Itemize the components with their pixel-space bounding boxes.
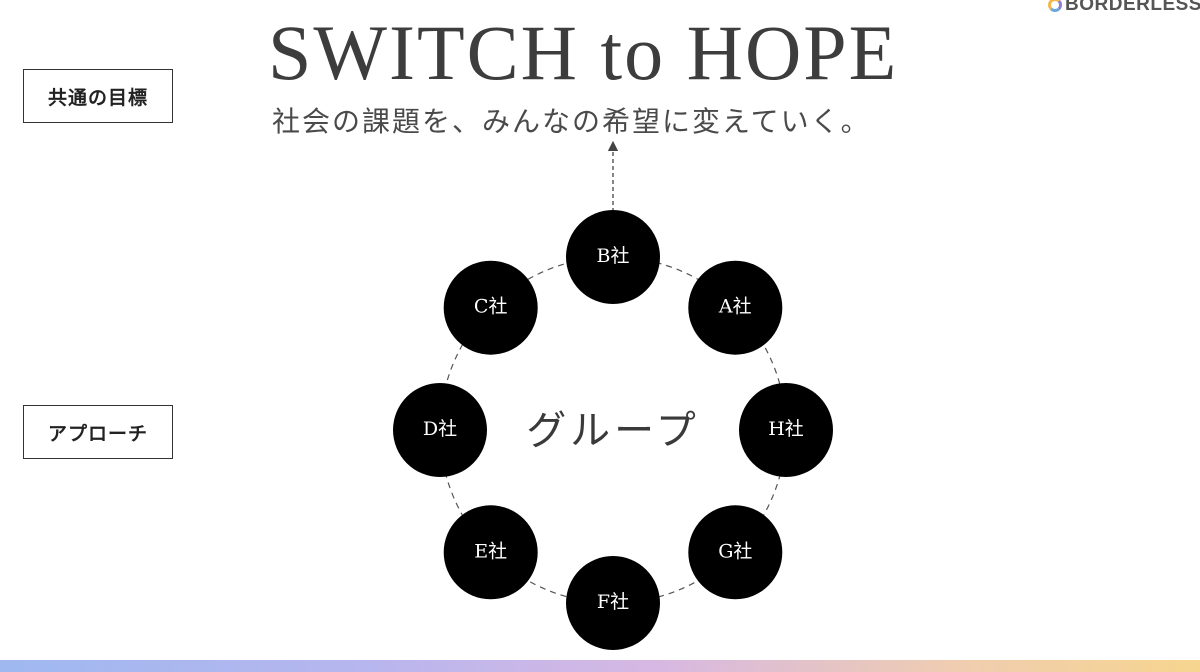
node-circle	[739, 383, 833, 477]
main-title: SWITCH to HOPE	[268, 9, 899, 96]
node-label: G社	[718, 540, 752, 562]
node-f-company: F社	[566, 556, 660, 650]
company-nodes: B社 A社 H社 G社 F社 E社 D社 C社	[393, 210, 833, 650]
node-label: F社	[597, 591, 629, 613]
subtitle: 社会の課題を、みんなの希望に変えていく。	[272, 105, 871, 138]
node-label: A社	[718, 296, 752, 318]
center-label: グループ	[526, 408, 700, 454]
node-d-company: D社	[393, 383, 487, 477]
node-label: D社	[423, 418, 457, 440]
node-label: H社	[768, 418, 804, 440]
bottom-gradient-bar	[0, 660, 1200, 672]
approach-label-box: アプローチ	[23, 405, 173, 459]
brand-logo-text: BORDERLESS	[1065, 0, 1200, 15]
node-circle	[688, 505, 783, 600]
node-e-company: E社	[443, 505, 538, 600]
node-b-company: B社	[566, 210, 660, 304]
brand-mark-icon	[1048, 0, 1062, 12]
node-label: B社	[597, 245, 630, 267]
goal-label-box: 共通の目標	[23, 69, 173, 123]
approach-label: アプローチ	[47, 422, 148, 445]
node-label: C社	[474, 296, 508, 318]
brand-logo: BORDERLESS	[1048, 0, 1200, 16]
node-a-company: A社	[688, 260, 783, 355]
node-circle	[443, 260, 538, 355]
node-h-company: H社	[739, 383, 833, 477]
node-g-company: G社	[688, 505, 783, 600]
node-circle	[566, 210, 660, 304]
node-c-company: C社	[443, 260, 538, 355]
node-circle	[393, 383, 487, 477]
node-label: E社	[474, 540, 507, 562]
goal-label: 共通の目標	[47, 86, 148, 109]
node-circle	[443, 505, 538, 600]
node-circle	[566, 556, 660, 650]
node-circle	[688, 260, 783, 355]
